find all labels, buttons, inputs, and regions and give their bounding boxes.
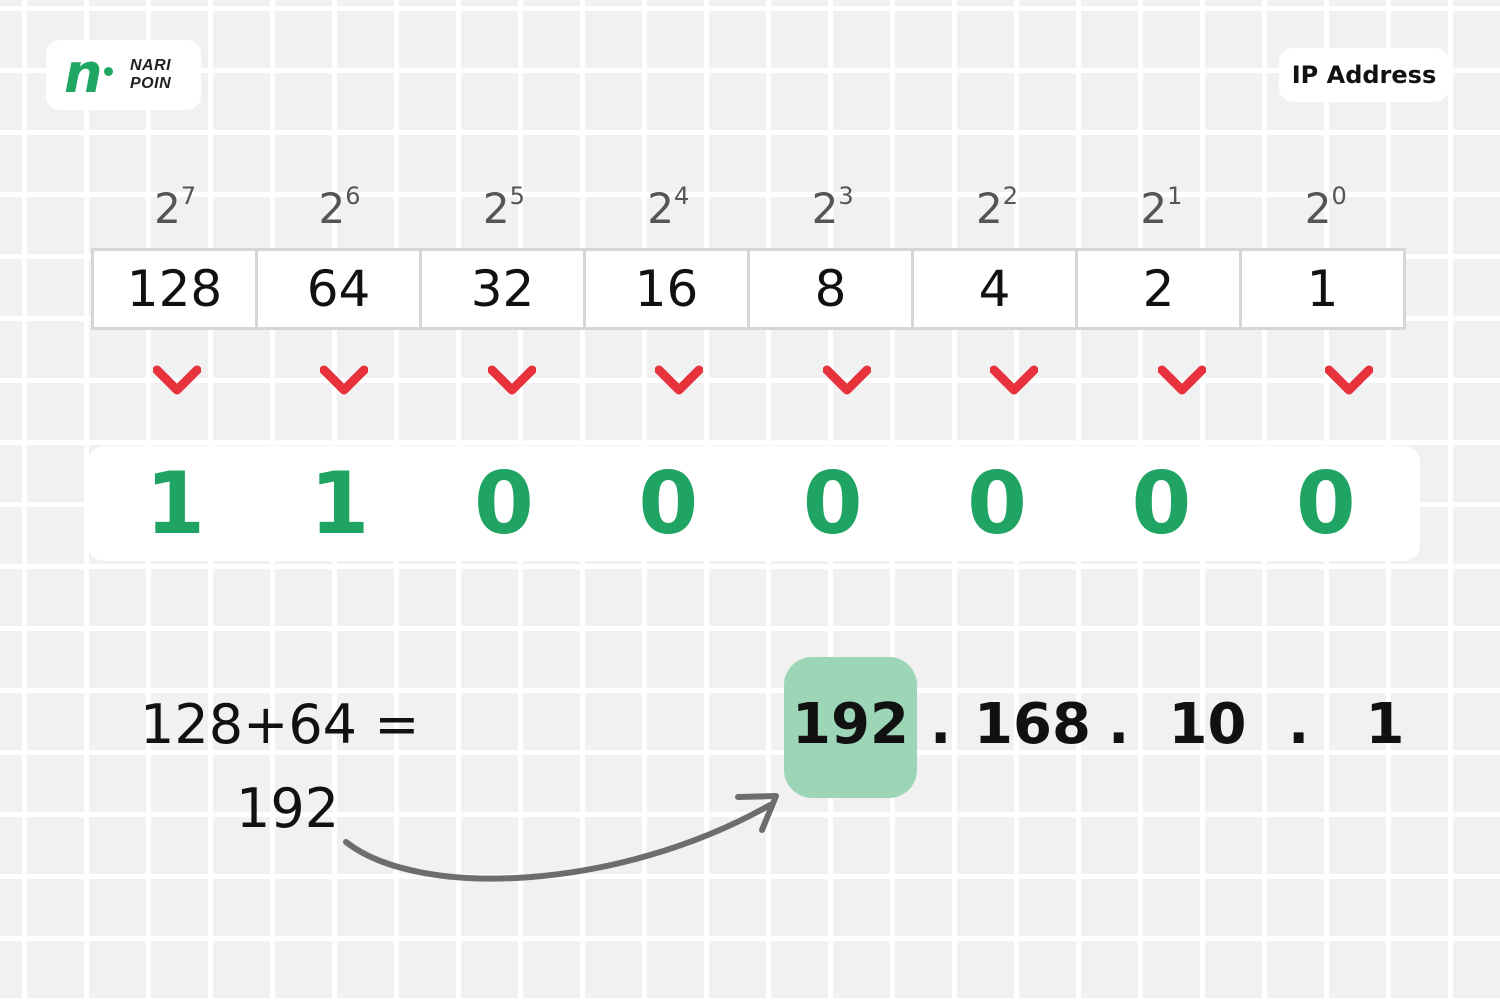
ip-octet-4: 1 — [1365, 692, 1405, 757]
ip-separator: . — [930, 692, 952, 757]
power-of-two: 22 — [976, 182, 1019, 233]
power-of-two: 20 — [1304, 182, 1347, 233]
chevron-down-icon — [1098, 362, 1266, 412]
logo-dot — [104, 67, 113, 76]
ip-octet-1: 192 — [792, 692, 909, 757]
power-of-two: 21 — [1140, 182, 1183, 233]
weight-cell: 64 — [258, 251, 422, 327]
power-of-two: 26 — [318, 182, 361, 233]
chevron-down-icon — [596, 362, 764, 412]
power-of-two: 27 — [154, 182, 197, 233]
power-of-two: 25 — [482, 182, 525, 233]
weight-cell: 1 — [1306, 260, 1339, 318]
power-of-two: 23 — [811, 182, 854, 233]
powers-row: 27 26 25 24 23 22 21 20 — [93, 168, 1408, 233]
bit-value: 0 — [638, 453, 699, 554]
calculation-expression: 128+64 = — [140, 693, 420, 756]
ip-separator: . — [1108, 692, 1130, 757]
chevron-down-icon — [931, 362, 1099, 412]
bit-value: 0 — [967, 453, 1027, 554]
ip-octet-3: 10 — [1168, 692, 1247, 757]
page-title: IP Address — [1279, 48, 1449, 102]
arrows-row — [93, 362, 1433, 412]
ip-octet-2: 168 — [974, 692, 1091, 757]
logo-mark: n — [64, 42, 103, 105]
logo-line-1: NARI — [130, 57, 172, 74]
logo-line-2: POIN — [130, 75, 172, 92]
bit-value: 0 — [1295, 453, 1356, 554]
weight-cell: 16 — [586, 251, 750, 327]
bit-value: 0 — [474, 453, 534, 554]
chevron-down-icon — [261, 362, 429, 412]
weight-cell: 2 — [1078, 251, 1242, 327]
bits-row: 1 1 0 0 0 0 0 0 — [93, 446, 1408, 561]
weight-cell: 32 — [422, 251, 586, 327]
logo: n NARI POIN — [46, 40, 201, 110]
power-of-two: 24 — [647, 182, 690, 233]
chevron-down-icon — [1266, 362, 1434, 412]
logo-text: NARI POIN — [130, 57, 194, 93]
calculation-result: 192 — [236, 777, 340, 840]
weight-cell: 128 — [94, 251, 258, 327]
chevron-down-icon — [428, 362, 596, 412]
ip-separator: . — [1288, 692, 1310, 757]
bits-panel — [88, 446, 1420, 561]
weights-table: 128 64 32 16 8 4 2 1 — [91, 248, 1406, 330]
bit-value: 0 — [802, 453, 863, 554]
bit-value: 1 — [145, 453, 206, 554]
bit-value: 1 — [309, 453, 370, 554]
bit-value: 0 — [1131, 453, 1192, 554]
chevron-down-icon — [763, 362, 931, 412]
weight-cell: 4 — [914, 251, 1078, 327]
highlighted-octet-box — [784, 657, 917, 798]
weight-cell: 8 — [750, 251, 914, 327]
chevron-down-icon — [93, 362, 261, 412]
